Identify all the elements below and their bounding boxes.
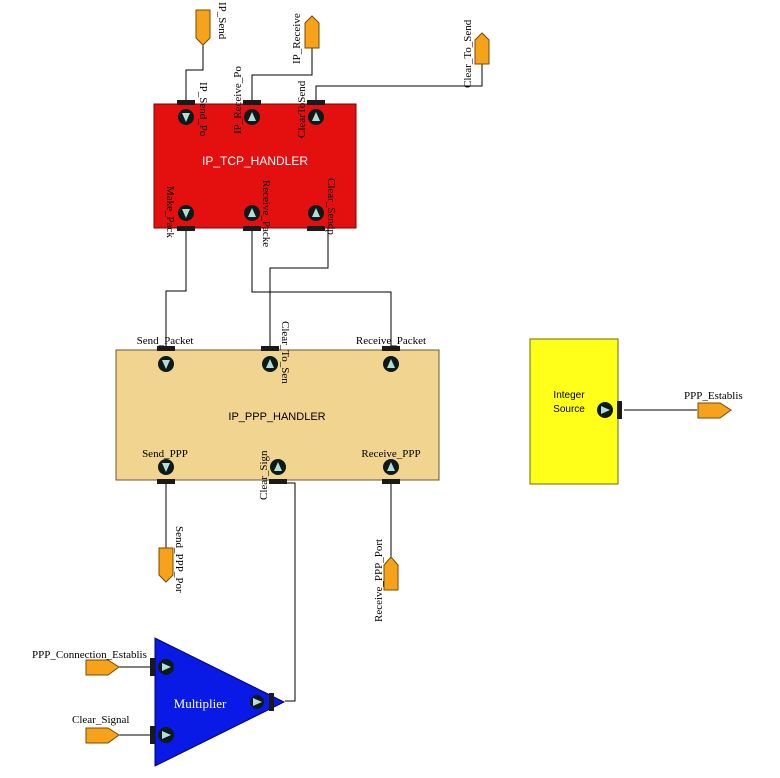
io-port-ppp-establis[interactable]: PPP_Establis (684, 390, 743, 419)
io-label-ip-receive: IP_Receive (291, 13, 303, 64)
port-in-icon[interactable] (158, 659, 174, 675)
port-label-make-pack: Make_Pack (164, 186, 176, 238)
wire-ip-send (185, 44, 204, 102)
port-out-icon[interactable] (262, 356, 278, 372)
integer-source-block[interactable]: Integer Source (529, 338, 622, 485)
io-label-ip-send: IP_Send (216, 2, 228, 40)
io-port-clear-to-send[interactable]: Clear_To_Send (462, 19, 490, 88)
port-label-ip-send-po: IP_Send_Po (197, 82, 209, 137)
port-out-icon[interactable] (244, 109, 260, 125)
port-label-send-packet: Send_Packet (137, 335, 194, 347)
port-label-clear-to-sen: Clear_To_Sen (279, 321, 291, 384)
io-port-ip-send[interactable]: IP_Send (195, 2, 228, 46)
port-tab (382, 479, 400, 484)
port-in-icon[interactable] (158, 727, 174, 743)
port-tab (150, 726, 155, 744)
port-out-icon[interactable] (244, 205, 260, 221)
io-label-send-ppp-por: Send_PPP_Por (173, 526, 185, 593)
integer-source-title-line1: Integer (553, 390, 585, 401)
port-label-clear-sign: Clear_Sign (258, 450, 270, 500)
wire-clear-sendp (269, 228, 329, 347)
multiplier-block[interactable]: Multiplier (150, 637, 286, 767)
port-tab (307, 226, 325, 231)
wire-ip-receive (251, 48, 313, 102)
port-tab (150, 658, 155, 676)
port-out-icon[interactable] (270, 459, 286, 475)
port-in-icon[interactable] (158, 356, 174, 372)
ip-tcp-handler-title: IP_TCP_HANDLER (202, 154, 308, 168)
port-tab (382, 346, 400, 351)
port-out-icon[interactable] (250, 695, 264, 709)
wire-receive-packe (251, 228, 392, 347)
port-out-icon[interactable] (383, 356, 399, 372)
port-in-icon[interactable] (178, 109, 194, 125)
port-out-icon[interactable] (308, 205, 324, 221)
io-label-ppp-establis: PPP_Establis (684, 390, 743, 402)
wire-clear-to-send (315, 64, 483, 102)
io-port-ppp-connection[interactable]: PPP_Connection_Establis (32, 649, 147, 676)
multiplier-title: Multiplier (174, 696, 227, 711)
io-label-receive-ppp-port: Receive_PPP_Port (373, 539, 385, 622)
port-tab (157, 346, 175, 351)
port-in-icon[interactable] (178, 205, 194, 221)
wire-make-pack (165, 228, 187, 347)
ip-ppp-handler-block[interactable]: IP_PPP_HANDLER Send_Packet Clear_To_Sen … (115, 321, 440, 500)
port-tab (243, 100, 261, 105)
port-label-receive-packet: Receive_Packet (356, 335, 426, 347)
port-label-clear-sendp: Clear_Sendp (325, 178, 337, 235)
io-label-clear-signal: Clear_Signal (72, 714, 129, 726)
port-tab (243, 226, 261, 231)
port-label-send-ppp: Send_PPP (142, 448, 188, 460)
ip-ppp-handler-title: IP_PPP_HANDLER (228, 411, 325, 423)
port-tab (307, 100, 325, 105)
io-port-receive-ppp[interactable]: Receive_PPP_Port (373, 539, 399, 622)
ip-tcp-handler-block[interactable]: IP_TCP_HANDLER IP_Send_Po IP_Receive_Po … (153, 66, 357, 248)
port-tab (157, 479, 175, 484)
io-port-clear-signal[interactable]: Clear_Signal (72, 714, 129, 744)
port-tab (177, 100, 195, 105)
multiplier-body[interactable] (154, 637, 286, 767)
port-out-icon[interactable] (308, 109, 324, 125)
port-tab (617, 401, 622, 419)
io-port-ip-receive[interactable]: IP_Receive (291, 13, 320, 64)
port-tab (269, 479, 287, 484)
port-tab (177, 226, 195, 231)
external-io-ports: IP_Send IP_Receive Clear_To_Send Send_PP… (32, 2, 743, 744)
io-label-clear-to-send: Clear_To_Send (462, 19, 474, 88)
wires (118, 44, 697, 736)
port-label-ip-receive-po: IP_Receive_Po (232, 66, 244, 134)
wire-clear-sign (278, 482, 296, 702)
port-out-icon[interactable] (383, 459, 399, 475)
port-tab (261, 346, 279, 351)
io-label-ppp-connection: PPP_Connection_Establis (32, 649, 147, 661)
port-in-icon[interactable] (158, 459, 174, 475)
io-port-send-ppp[interactable]: Send_PPP_Por (158, 526, 185, 593)
port-label-receive-packe: Receive_Packe (260, 180, 272, 247)
port-label-receive-ppp: Receive_PPP (361, 448, 420, 460)
port-label-clear-to-send: ClearToSend (296, 80, 308, 138)
integer-source-title-line2: Source (553, 404, 585, 415)
port-tab (269, 693, 274, 711)
port-out-icon[interactable] (597, 402, 613, 418)
